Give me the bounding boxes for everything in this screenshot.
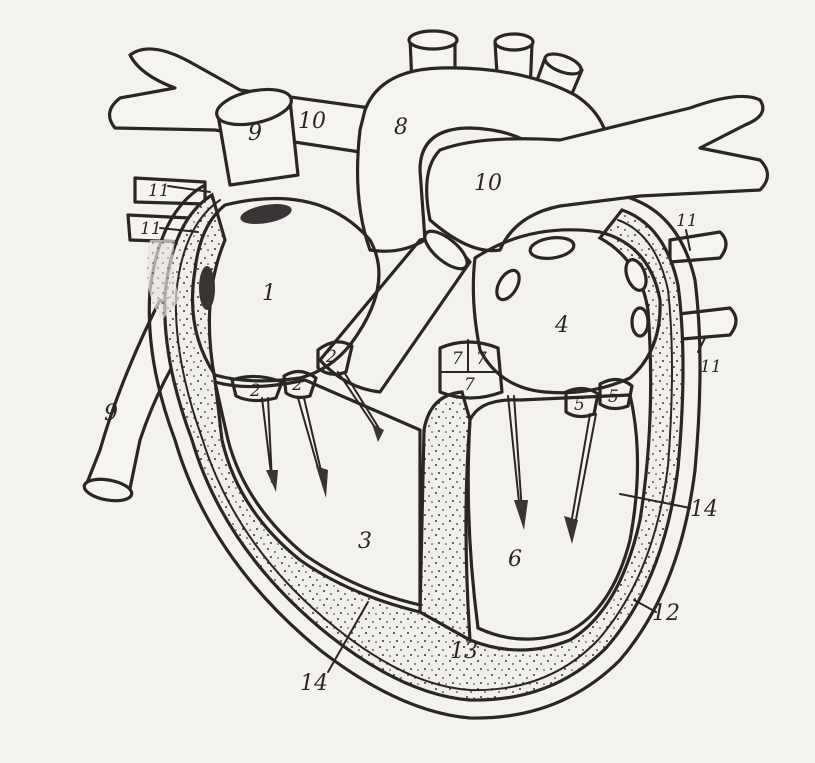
- label-11-right-lower: 11: [700, 357, 722, 377]
- label-6: 6: [508, 547, 522, 572]
- coronary-sinus-orifice: [199, 266, 215, 310]
- label-14-right: 14: [690, 497, 718, 522]
- papillary-muscle-right: [266, 424, 384, 498]
- label-7a: 7: [452, 349, 463, 369]
- pulmonary-vein-orifice-2: [492, 267, 524, 304]
- label-3: 3: [358, 529, 372, 554]
- label-2c: 2: [325, 347, 337, 367]
- label-10-right: 10: [474, 171, 502, 196]
- label-14-bottom: 14: [300, 671, 328, 696]
- label-11-left-upper: 11: [148, 181, 170, 201]
- label-5b: 5: [608, 387, 619, 407]
- aortic-arch-branch-2-top: [495, 34, 533, 50]
- label-13: 13: [450, 639, 478, 664]
- pulmonary-vein-orifice-4: [632, 308, 648, 336]
- label-2b: 2: [291, 375, 303, 395]
- label-7c: 7: [464, 375, 475, 395]
- interventricular-septum: [420, 392, 470, 640]
- label-9-bottom: 9: [104, 401, 118, 426]
- label-11-right-upper: 11: [676, 211, 698, 231]
- label-10-left: 10: [298, 109, 326, 134]
- label-1: 1: [262, 281, 276, 306]
- pulmonary-vein-orifice-1: [529, 235, 575, 261]
- aortic-arch-branch-1-top: [409, 31, 457, 49]
- label-4: 4: [554, 313, 569, 338]
- label-8: 8: [394, 115, 408, 140]
- papillary-muscle-left: [514, 500, 578, 544]
- label-2a: 2: [249, 381, 261, 401]
- label-9-top: 9: [248, 121, 262, 146]
- label-12: 12: [652, 601, 680, 626]
- label-5a: 5: [574, 395, 585, 415]
- vena-cava-orifice: [239, 201, 293, 228]
- label-7b: 7: [476, 349, 487, 369]
- label-11-left-lower: 11: [140, 219, 162, 239]
